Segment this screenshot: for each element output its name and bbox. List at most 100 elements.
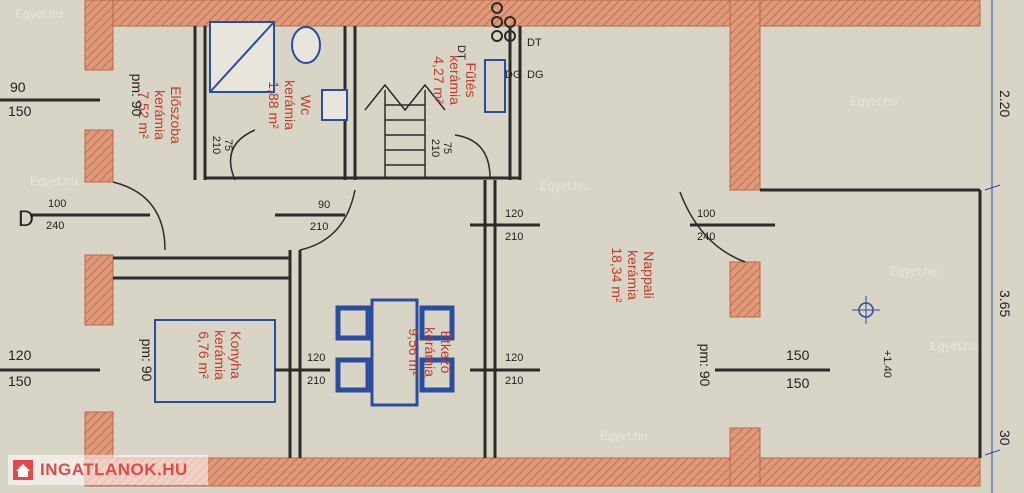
opening-width: 120 xyxy=(505,352,523,364)
opening-width: 120 xyxy=(8,347,32,363)
wall-left-b xyxy=(84,129,114,183)
opening-height: 210 xyxy=(505,375,523,387)
opening-label-etkezo-lower-right: 120 210 xyxy=(505,352,523,387)
room-area: 1,88 m² xyxy=(266,81,282,129)
chair-icon xyxy=(419,357,455,393)
wall-bottom xyxy=(84,457,981,487)
room-area: 7,52 m² xyxy=(136,91,152,139)
wall-left-c xyxy=(84,254,114,326)
opening-width: 150 xyxy=(786,347,810,363)
dining-set xyxy=(335,298,455,407)
opening-height: 150 xyxy=(786,375,810,391)
pm-label: pm: 90 xyxy=(129,74,145,117)
wall-left-a xyxy=(84,0,114,71)
opening-width: 120 xyxy=(307,352,325,364)
svg-text:Egyet.hu: Egyet.hu xyxy=(850,94,897,108)
wall-mid-c xyxy=(729,427,761,487)
opening-width: 120 xyxy=(505,208,523,220)
dt-mark: DT xyxy=(455,45,467,60)
opening-width: 100 xyxy=(48,198,66,210)
dimension-label: 2.20 xyxy=(997,90,1013,117)
room-material: kerámia xyxy=(422,327,438,377)
opening-height: 210 xyxy=(210,136,222,154)
svg-text:Egyet.hu: Egyet.hu xyxy=(930,339,977,353)
pm-label: pm: 90 xyxy=(139,339,155,382)
room-futes: Fűtés kerámia 4,27 m² xyxy=(431,55,479,105)
opening-width: 75 xyxy=(222,139,234,151)
opening-height: 210 xyxy=(429,139,441,157)
room-name: Konyha xyxy=(228,331,244,379)
room-name: Fűtés xyxy=(463,62,479,97)
level-mark: +1.40 xyxy=(881,350,893,378)
site-logo: INGATLANOK.HU xyxy=(8,455,208,485)
svg-text:Egyet.hu: Egyet.hu xyxy=(600,429,647,443)
room-wc: Wc kerámia 1,88 m² xyxy=(266,80,314,130)
room-name: Előszoba xyxy=(168,86,184,144)
house-icon xyxy=(12,459,34,481)
toilet-icon xyxy=(291,26,321,64)
opening-width: 90 xyxy=(318,199,330,211)
room-nappali: Nappali kerámia 18,34 m² xyxy=(609,247,657,303)
room-area: 4,27 m² xyxy=(431,56,447,104)
opening-ticks xyxy=(0,98,830,372)
level-marker xyxy=(852,296,880,324)
wc-fixtures xyxy=(209,21,348,121)
opening-label-wc-door: 75 210 xyxy=(210,136,234,154)
room-name: Étkező xyxy=(438,331,454,374)
entrance-mark: D xyxy=(18,206,34,231)
svg-text:Egyet.hu: Egyet.hu xyxy=(890,264,937,278)
chair-icon xyxy=(419,305,455,341)
opening-label-etkezo-upper: 120 210 xyxy=(505,208,523,243)
room-material: kerámia xyxy=(282,80,298,130)
opening-label-left-bottom: 120 150 xyxy=(8,347,32,389)
opening-width: 100 xyxy=(697,208,715,220)
svg-text:Egyet.hu: Egyet.hu xyxy=(540,179,587,193)
opening-height: 210 xyxy=(505,231,523,243)
inner-walls xyxy=(113,26,982,458)
futes-door-swing xyxy=(454,134,491,179)
room-eloszoba: Előszoba kerámia 7,52 m² xyxy=(136,86,184,144)
opening-label-futes-door: 75 210 xyxy=(429,139,453,157)
logo-text: INGATLANOK.HU xyxy=(40,460,188,479)
dt-mark: DT xyxy=(527,37,542,49)
watermarks: Egyet.hu Egyet.hu Egyet.hu Egyet.hu Egye… xyxy=(15,7,977,443)
opening-label-etkezo-lower-left: 120 210 xyxy=(307,352,325,387)
right-dimension-line xyxy=(984,0,1001,493)
room-material: kerámia xyxy=(212,330,228,380)
opening-label-left-top: 90 150 xyxy=(8,79,32,119)
room-area: 9,56 m² xyxy=(406,328,422,376)
door-swings xyxy=(112,129,746,263)
dg-mark: DG xyxy=(505,69,522,81)
stairs xyxy=(364,83,446,178)
opening-width: 75 xyxy=(441,142,453,154)
opening-label-inner-door: 90 210 xyxy=(310,199,330,233)
opening-height: 210 xyxy=(307,375,325,387)
opening-height: 150 xyxy=(8,373,32,389)
inner-door-swing xyxy=(299,189,356,251)
opening-height: 240 xyxy=(697,231,715,243)
room-name: Nappali xyxy=(641,251,657,298)
opening-label-left-mid: 100 240 xyxy=(46,198,66,232)
room-konyha: Konyha kerámia 6,76 m² xyxy=(196,330,244,380)
chimney-marks xyxy=(484,2,516,113)
opening-label-nappali-window: 150 150 xyxy=(786,347,810,391)
room-material: kerámia xyxy=(152,90,168,140)
opening-width: 90 xyxy=(10,79,26,95)
nappali-door-swing xyxy=(679,191,746,263)
room-material: kerámia xyxy=(625,250,641,300)
pm-label: pm: 90 xyxy=(697,344,713,387)
entrance-door-swing xyxy=(112,181,166,251)
chair-icon xyxy=(335,305,371,341)
boiler-icon xyxy=(484,59,506,113)
dimension-label: 30 xyxy=(997,430,1013,446)
chair-icon xyxy=(335,357,371,393)
kitchen-counter xyxy=(154,319,276,403)
svg-text:Egyet.hu: Egyet.hu xyxy=(30,174,77,188)
dg-mark: DG xyxy=(527,69,544,81)
room-area: 6,76 m² xyxy=(196,331,212,379)
opening-height: 240 xyxy=(46,220,64,232)
opening-label-nappali-door: 100 240 xyxy=(697,208,715,243)
walls xyxy=(84,0,981,487)
